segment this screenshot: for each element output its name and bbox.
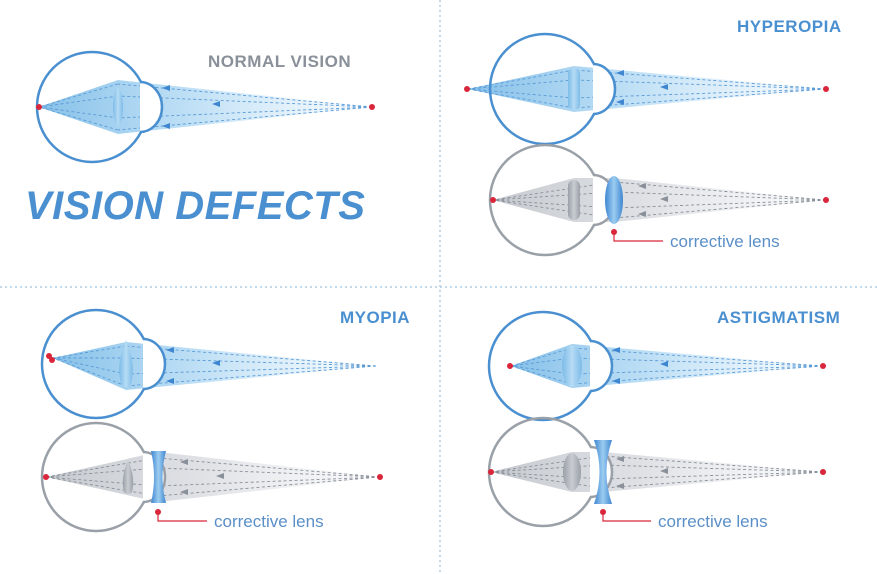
object-point — [377, 474, 383, 480]
focus-point — [490, 197, 496, 203]
lens-leader-line — [613, 232, 663, 242]
focus-point — [49, 357, 55, 363]
ray-arrows — [166, 347, 220, 384]
hyperopia-panel: HYPEROPIA — [464, 17, 842, 257]
hyperopia-uncorrected-eye — [464, 32, 829, 146]
normal-vision-title: NORMAL VISION — [208, 52, 351, 71]
light-rays — [492, 181, 827, 219]
corrective-lens-label: corrective lens — [670, 232, 780, 251]
focus-point — [43, 474, 49, 480]
light-beam — [46, 452, 380, 502]
ray-arrows — [638, 183, 668, 217]
corrective-lens-label: corrective lens — [658, 512, 768, 531]
focus-point — [36, 104, 42, 110]
eye-lens — [563, 453, 581, 491]
light-rays — [467, 69, 827, 109]
eye-lens — [562, 345, 582, 387]
focus-point — [507, 363, 513, 369]
object-point — [369, 104, 375, 110]
light-rays — [45, 457, 381, 497]
ray-arrows — [180, 459, 224, 495]
eye-lens — [122, 460, 134, 494]
ray-arrows — [616, 70, 668, 105]
leader-dot — [600, 509, 606, 515]
lens-leader-line — [602, 512, 651, 522]
light-beam — [491, 452, 823, 492]
object-point — [820, 469, 826, 475]
light-rays — [52, 345, 377, 387]
light-beam — [493, 178, 826, 222]
leader-dot — [155, 509, 161, 515]
astigmatism-panel: ASTIGMATISM — [487, 308, 840, 531]
hyperopia-corrected-eye: corrective lens — [488, 143, 829, 257]
eye-lens — [113, 88, 123, 126]
cornea — [139, 80, 164, 134]
hyperopia-title: HYPEROPIA — [737, 17, 842, 36]
focus-point — [488, 469, 494, 475]
myopia-title: MYOPIA — [340, 308, 410, 327]
corrective-lens — [594, 440, 612, 504]
focus-point — [464, 86, 470, 92]
normal-vision-panel: NORMAL VISION — [35, 50, 375, 164]
corrective-lens — [151, 451, 166, 503]
ray-arrows — [616, 456, 668, 489]
astigmatism-title: ASTIGMATISM — [717, 308, 840, 327]
object-point — [823, 86, 829, 92]
object-point — [820, 363, 826, 369]
corrective-lens — [605, 176, 623, 224]
lens-leader-line — [157, 512, 207, 522]
corrective-lens-label: corrective lens — [214, 512, 324, 531]
myopia-corrected-eye: corrective lens — [40, 421, 383, 533]
ray-arrows — [162, 85, 220, 129]
leader-dot — [611, 229, 617, 235]
cornea — [592, 62, 617, 116]
light-beam — [39, 80, 372, 134]
eye-lens — [568, 180, 580, 220]
light-beam — [53, 342, 376, 390]
main-title: VISION DEFECTS — [25, 184, 365, 228]
astigmatism-corrected-eye: corrective lens — [487, 416, 826, 531]
astigmatism-uncorrected-eye — [487, 310, 826, 422]
ray-arrows — [612, 347, 668, 384]
eye-lens — [568, 68, 580, 110]
light-beam — [468, 66, 826, 112]
myopia-uncorrected-eye — [40, 308, 377, 420]
cornea — [589, 339, 614, 393]
myopia-panel: MYOPIA — [40, 308, 410, 533]
light-rays — [490, 455, 824, 489]
cornea — [142, 337, 167, 391]
eye-lens — [119, 340, 133, 387]
object-point — [823, 197, 829, 203]
